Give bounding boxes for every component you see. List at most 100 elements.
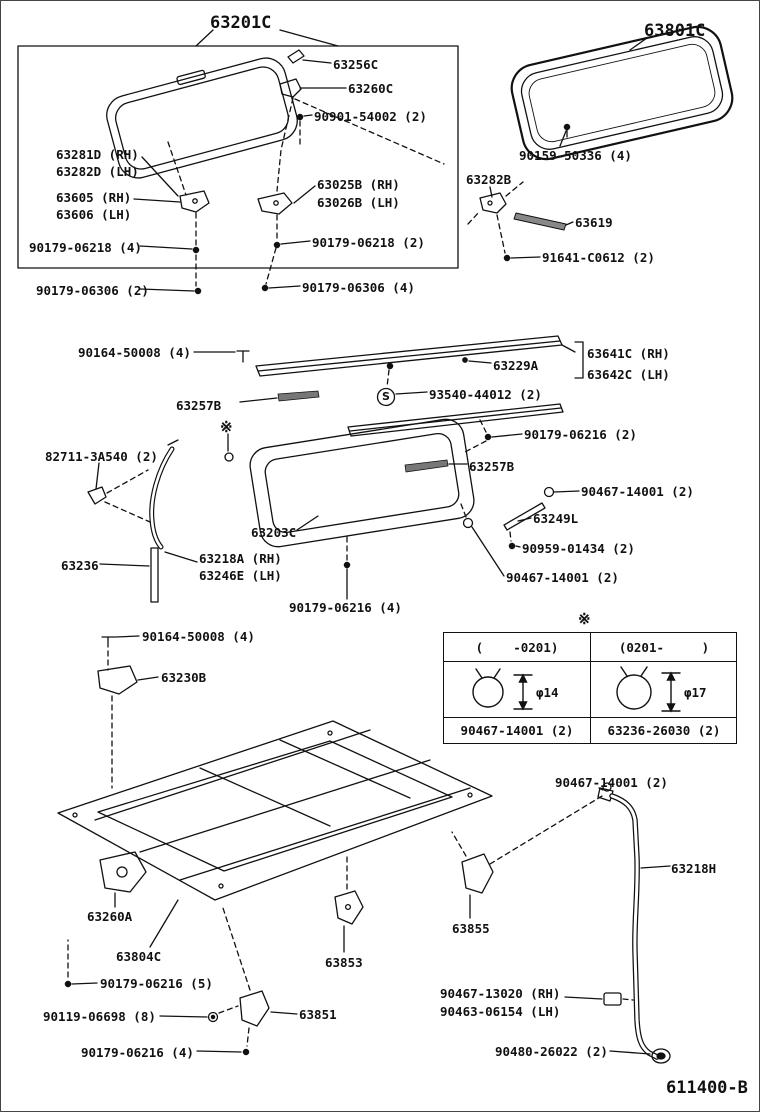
part-label: 63257B (176, 398, 222, 413)
part-label: 63804C (116, 949, 162, 964)
s-marked-screw (376, 362, 428, 407)
part-label: 63260A (87, 909, 133, 924)
part-label: 63260C (348, 81, 394, 96)
diameter-label: φ14 (536, 685, 559, 700)
housing-frame-63203c (249, 418, 475, 548)
part-label: 90179-06218 (4) (29, 240, 142, 255)
dashed-lines-lower (67, 650, 634, 1047)
part-label: 63025B (RH) (317, 177, 400, 192)
part-label: 90119-06698 (8) (43, 1009, 156, 1024)
mid-fasteners (343, 561, 351, 600)
part-label: 63230B (161, 670, 207, 685)
rail-strip-63257b-upper (239, 390, 320, 403)
table-part-before: 90467-14001 (2) (460, 722, 574, 738)
part-label: 90901-54002 (2) (314, 109, 427, 124)
part-label: 63851 (299, 1007, 337, 1022)
part-label: 63641C (RH) (587, 346, 670, 361)
part-label: 82711-3A540 (2) (45, 449, 158, 464)
bracket-63851 (239, 990, 298, 1027)
drive-frame-assembly (57, 720, 493, 901)
table-divider (444, 661, 736, 662)
part-label: 63236 (61, 558, 99, 573)
glass-assembly-box (17, 29, 459, 269)
lower-fasteners-left (97, 635, 159, 695)
sunroof-glass (106, 57, 298, 179)
part-label: 90467-14001 (2) (506, 570, 619, 585)
part-label: 63855 (452, 921, 490, 936)
diameter-label: φ17 (684, 685, 707, 700)
seal-bracket-63282b (479, 186, 574, 262)
bracket-63855 (461, 853, 494, 919)
weatherstrip-seal (510, 25, 734, 161)
part-label: 63853 (325, 955, 363, 970)
part-label: 90164-50008 (4) (142, 629, 255, 644)
guide-rail-upper (193, 335, 584, 379)
part-label: 90179-06218 (2) (312, 235, 425, 250)
bracket-63853 (334, 890, 364, 953)
part-label: 63201C (210, 13, 272, 33)
part-label: 90179-06216 (5) (100, 976, 213, 991)
diameter-arrow-icon (661, 671, 681, 713)
part-label: 93540-44012 (2) (429, 387, 542, 402)
part-label: 63605 (RH) (56, 190, 132, 205)
part-label: 90467-14001 (2) (555, 775, 668, 790)
rail-strip-63257b-lower (404, 459, 468, 473)
drive-motor-63260a (99, 851, 179, 948)
leader-lines-top-left (133, 59, 347, 292)
part-label: 90159-50336 (4) (519, 148, 632, 163)
part-label: 90179-06216 (4) (81, 1045, 194, 1060)
part-label: 90164-50008 (4) (78, 345, 191, 360)
part-label: 90179-06216 (2) (524, 427, 637, 442)
clamp-diagrams: φ14 φ17 (472, 666, 707, 713)
hose-clamp-icon (472, 668, 504, 708)
part-label: 90467-14001 (2) (581, 484, 694, 499)
s-mark: S (382, 390, 390, 403)
table-divider (590, 633, 591, 743)
part-label: 63642C (LH) (587, 367, 670, 382)
part-label: 63229A (493, 358, 539, 373)
part-label: 90179-06216 (4) (289, 600, 402, 615)
reference-mark: ※ (578, 610, 591, 628)
table-range-before: ( -0201) (475, 639, 559, 655)
hose-clamp-icon (616, 666, 652, 710)
part-label: 63257B (469, 459, 515, 474)
part-label: 63282B (466, 172, 512, 187)
part-label: 90959-01434 (2) (522, 541, 635, 556)
part-label: 63218A (RH) (199, 551, 282, 566)
part-label: 63256C (333, 57, 379, 72)
guide-rail-lower (347, 403, 564, 441)
table-range-after: (0201- ) (618, 639, 710, 655)
ref-mark-clip (224, 433, 234, 462)
part-label: 63801C (644, 21, 706, 41)
applicability-table: ( -0201) (0201- ) 90467-14001 (2) 63236-… (443, 632, 737, 744)
part-label: 91641-C0612 (2) (542, 250, 655, 265)
part-label: 63203C (251, 525, 297, 540)
diameter-arrow-icon (513, 673, 533, 711)
part-label: 90467-13020 (RH) (440, 986, 561, 1001)
table-divider (444, 717, 736, 718)
part-label: 63619 (575, 215, 613, 230)
part-label: 90480-26022 (2) (495, 1044, 608, 1059)
drawing-number: 611400-B (666, 1078, 748, 1098)
part-label: 63026B (LH) (317, 195, 400, 210)
part-label: 63606 (LH) (56, 207, 132, 222)
part-label: 90179-06306 (4) (302, 280, 415, 295)
dashed-lines-top-right (467, 181, 524, 254)
part-label: 63249L (533, 511, 579, 526)
part-label: 90179-06306 (2) (36, 283, 149, 298)
part-label: 63282D (LH) (56, 164, 139, 179)
part-label: 63246E (LH) (199, 568, 282, 583)
glass-hardware (179, 49, 305, 295)
table-part-after: 63236-26030 (2) (607, 722, 721, 738)
reference-mark: ※ (220, 418, 233, 436)
hose-clips-right (462, 486, 580, 577)
lower-left-fasteners (64, 980, 250, 1056)
dashed-lines-middle (104, 369, 512, 561)
part-label: 90463-06154 (LH) (440, 1004, 561, 1019)
drain-hose-front (99, 439, 198, 603)
part-label: 63281D (RH) (56, 147, 139, 162)
part-label: 63218H (671, 861, 717, 876)
drain-hose-rear (564, 782, 671, 1064)
